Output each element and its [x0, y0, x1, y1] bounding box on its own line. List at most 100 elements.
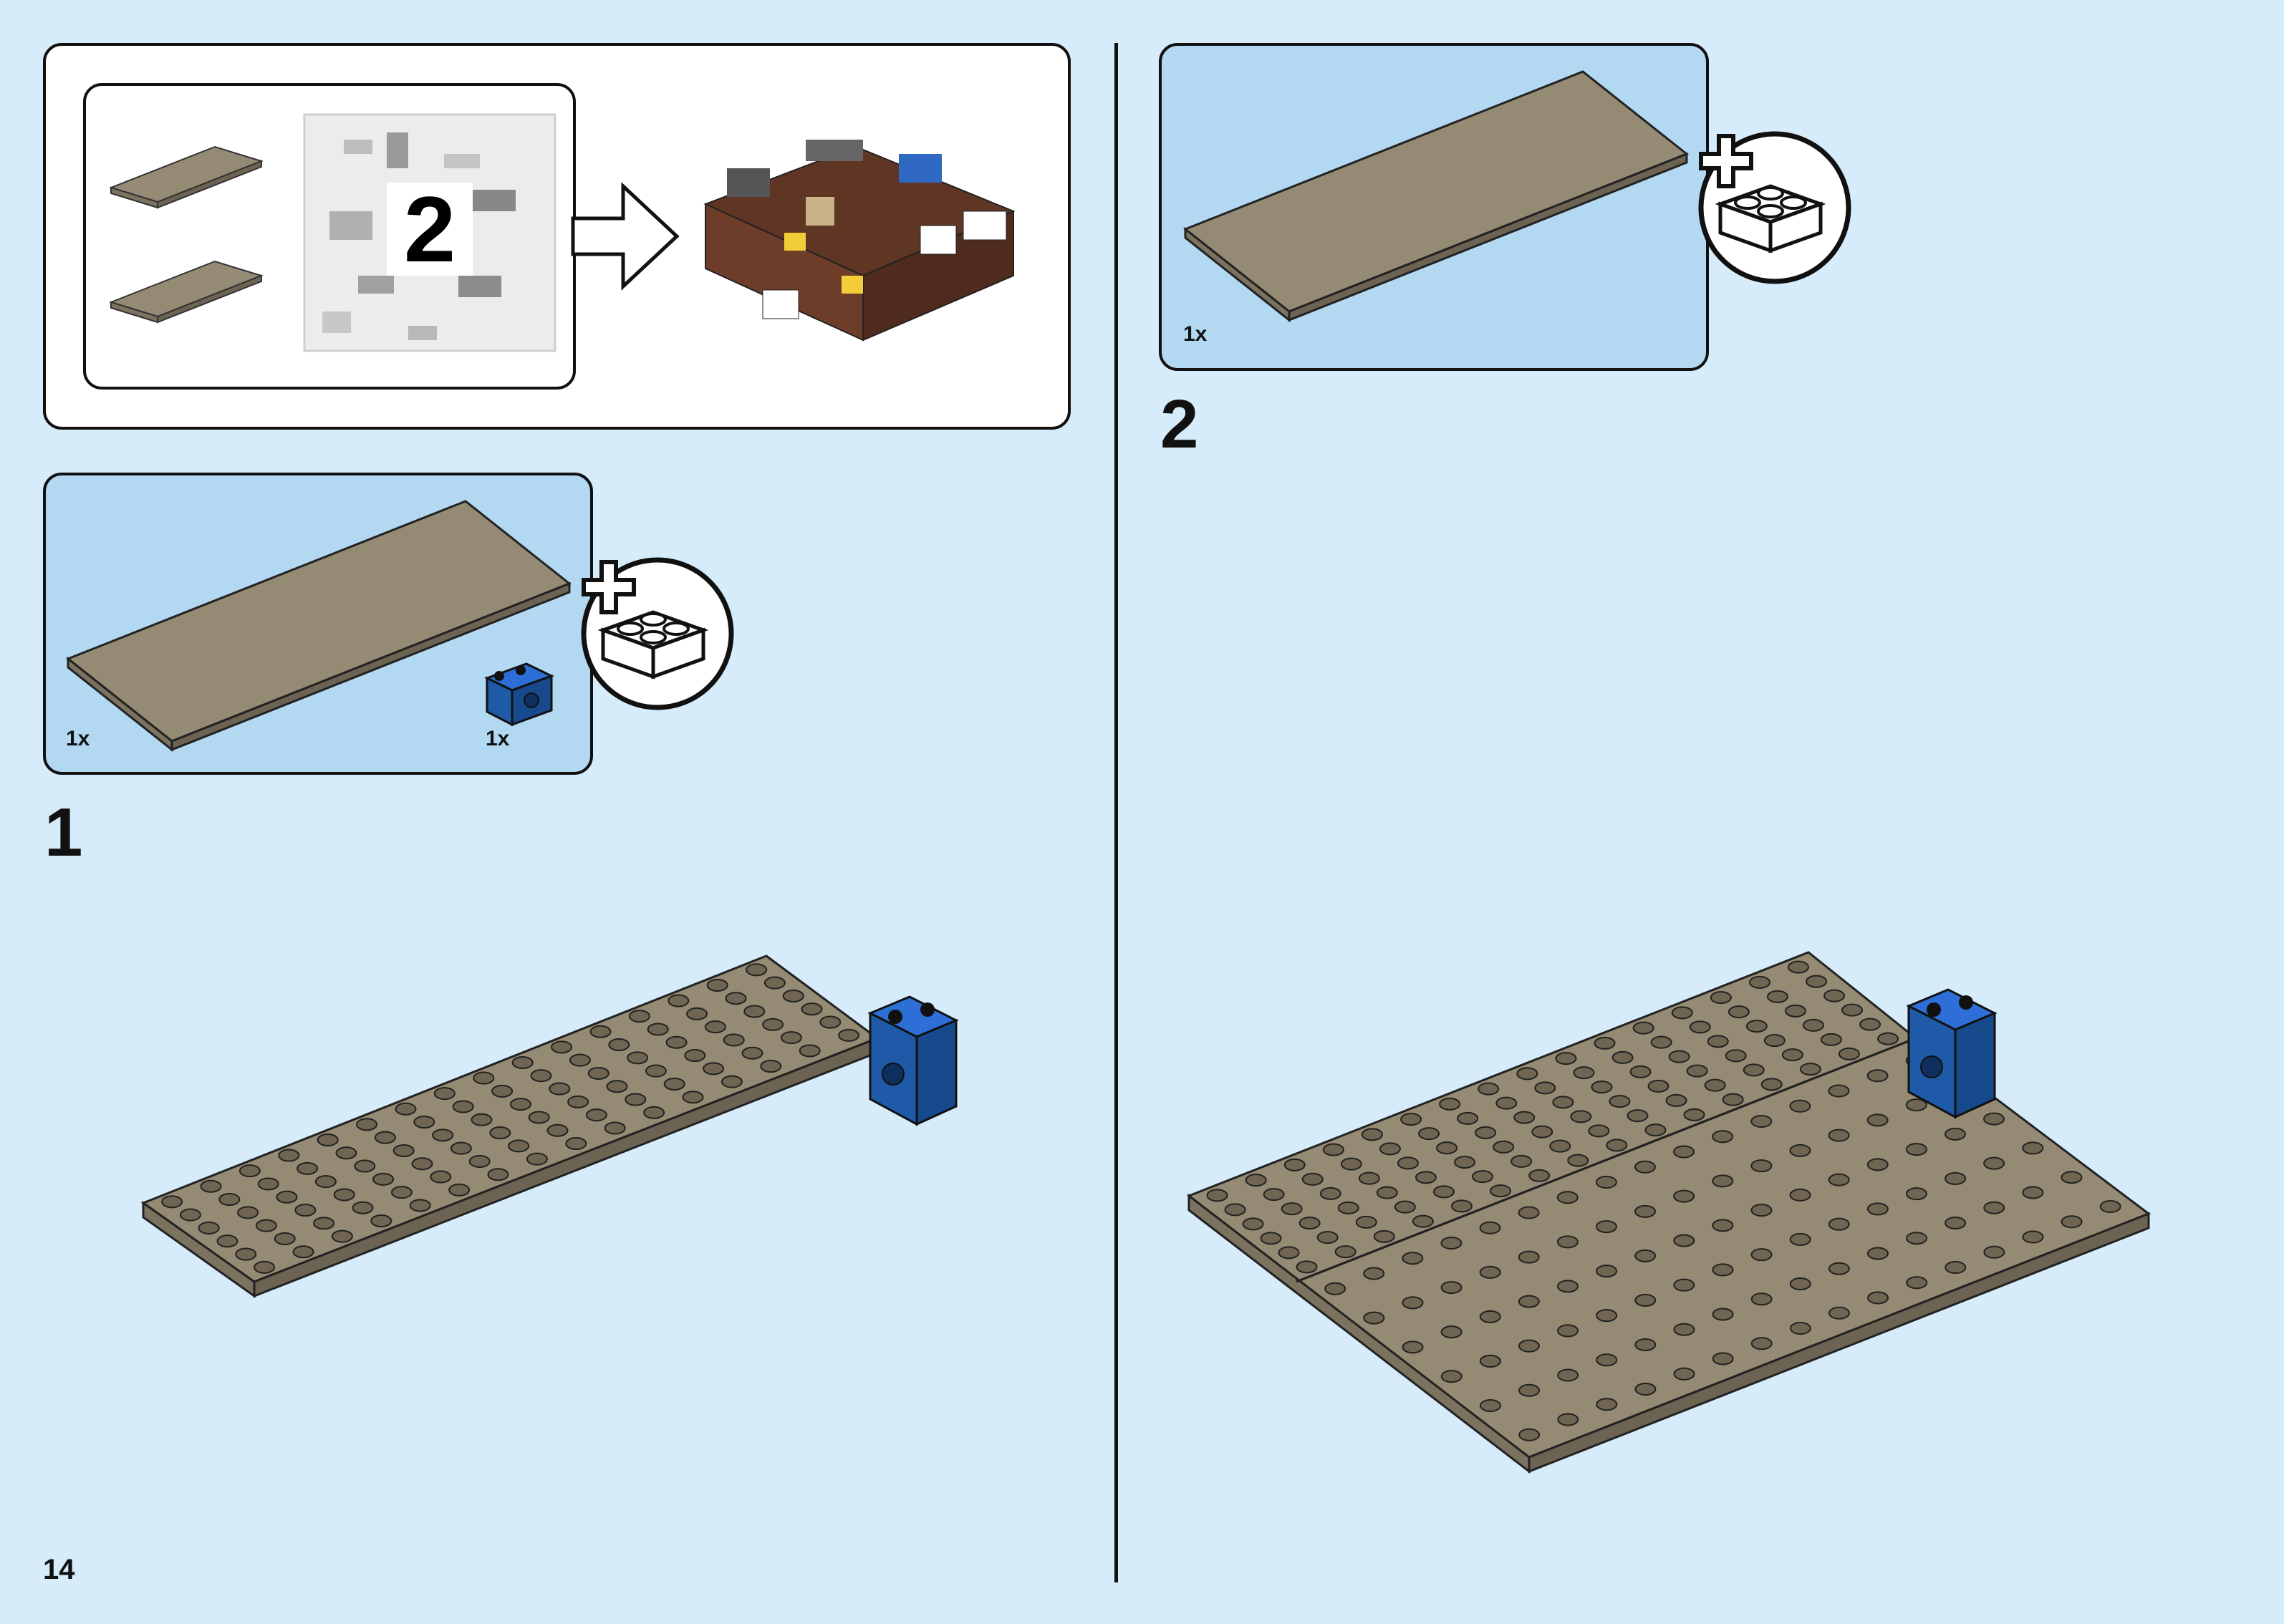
- plate-stud: [1712, 1130, 1734, 1144]
- plate-stud: [216, 1234, 238, 1248]
- parts-bag-image: [303, 113, 556, 352]
- plate-stud: [1479, 1354, 1501, 1368]
- plate-stud: [1673, 1278, 1695, 1292]
- plate-stud: [473, 1071, 495, 1085]
- plate-stud: [2022, 1186, 2044, 1199]
- plate-stud: [526, 1152, 548, 1166]
- plate-stud: [1748, 975, 1770, 989]
- plate-stud: [1440, 1237, 1463, 1250]
- plate-stud: [723, 1033, 745, 1047]
- plate-stud: [1245, 1174, 1267, 1187]
- plate-stud: [1838, 1047, 1860, 1060]
- plate-stud: [1549, 1139, 1571, 1153]
- plate-stud: [452, 1100, 474, 1113]
- plate-stud: [1518, 1295, 1540, 1308]
- plate-stud: [1828, 1306, 1850, 1320]
- plate-stud: [1750, 1115, 1773, 1128]
- plate-stud: [1457, 1111, 1479, 1125]
- plate-stud: [606, 1080, 628, 1093]
- plate-stud: [1595, 1176, 1617, 1189]
- page-divider: [1114, 43, 1118, 1582]
- plate-stud: [1450, 1199, 1473, 1213]
- plate-stud: [762, 1018, 784, 1031]
- plate-stud: [1595, 1220, 1617, 1234]
- plate-stud: [1632, 1021, 1654, 1035]
- plate-stud: [1206, 1189, 1228, 1202]
- plate-stud: [682, 1091, 704, 1104]
- plate-stud: [1557, 1413, 1579, 1426]
- plate-stud: [569, 1053, 591, 1067]
- plate-stud: [1376, 1186, 1398, 1199]
- plate-stud: [1906, 1232, 1928, 1245]
- plate-stud: [706, 978, 728, 992]
- plate-stud: [1552, 1096, 1574, 1109]
- plate-stud: [1789, 1144, 1811, 1157]
- plate-stud: [838, 1028, 860, 1042]
- plate-stud: [1983, 1156, 2005, 1170]
- plate-stud: [2061, 1215, 2083, 1229]
- plate-stud: [1673, 1323, 1695, 1336]
- plate-stud: [704, 1020, 726, 1034]
- plate-stud: [780, 1031, 802, 1045]
- plate-stud: [200, 1179, 222, 1193]
- plate-stud: [1402, 1252, 1424, 1265]
- plate-stud: [179, 1208, 201, 1222]
- plate-stud: [333, 1188, 355, 1202]
- plate-stud: [551, 1040, 573, 1054]
- plate-stud: [1418, 1127, 1440, 1141]
- plate-stud: [1400, 1113, 1422, 1126]
- plate-stud: [1334, 1245, 1357, 1259]
- plate-stud: [1415, 1171, 1437, 1184]
- plate-stud: [1673, 1367, 1695, 1381]
- plate-stud: [413, 1116, 435, 1129]
- plate-stud: [1802, 1018, 1824, 1032]
- plate-stud: [663, 1077, 685, 1091]
- plate-stud: [1322, 1143, 1344, 1156]
- step1-plate-count: 1x: [66, 727, 90, 750]
- plate-stud: [352, 1201, 374, 1214]
- plate-stud: [448, 1183, 471, 1197]
- plate-stud: [1823, 989, 1846, 1002]
- plate-stud: [1781, 1048, 1803, 1062]
- plate-stud: [313, 1217, 335, 1230]
- plate-stud: [1556, 1235, 1579, 1249]
- plate-stud: [1510, 1154, 1533, 1168]
- plate-stud: [487, 1168, 509, 1181]
- plate-stud: [1634, 1204, 1657, 1218]
- plate-stud: [1629, 1065, 1652, 1078]
- plate-stud: [1725, 1049, 1747, 1063]
- plate-stud: [565, 1137, 587, 1151]
- plate-stud: [1278, 1246, 1300, 1260]
- plate-stud: [1634, 1338, 1657, 1351]
- plate-stud: [1555, 1052, 1577, 1065]
- plate-stud: [760, 1060, 782, 1073]
- plate-stud: [1866, 1247, 1889, 1260]
- plate-stud: [721, 1075, 743, 1088]
- plate-stud: [430, 1170, 452, 1184]
- plate-stud: [1866, 1202, 1889, 1216]
- plate-stud: [1799, 1063, 1821, 1076]
- plate-stud: [1513, 1111, 1536, 1124]
- plate-stud: [508, 1139, 530, 1153]
- step2-number: 2: [1160, 386, 1199, 463]
- plate-stud: [1534, 1081, 1556, 1095]
- tan-plate-image-2: [108, 260, 264, 324]
- plate-stud: [395, 1102, 417, 1116]
- plate-stud: [238, 1164, 261, 1178]
- plate-stud: [1363, 1267, 1385, 1280]
- bag-number: 2: [403, 177, 456, 281]
- bag-number-label: 2: [387, 183, 473, 276]
- plate-stud: [665, 1035, 688, 1049]
- plate-stud: [1789, 1277, 1811, 1290]
- step1-build-image: [140, 954, 959, 1298]
- plate-stud: [1301, 1172, 1324, 1186]
- plate-stud: [1707, 1035, 1729, 1048]
- plate-stud: [1789, 1232, 1811, 1246]
- plate-stud: [1479, 1265, 1501, 1279]
- plate-stud: [1671, 1006, 1693, 1020]
- plate-stud: [763, 976, 786, 990]
- plate-stud: [2061, 1171, 2083, 1184]
- plate-stud: [1518, 1339, 1540, 1353]
- plate-stud: [1634, 1249, 1657, 1262]
- plate-stud: [255, 1219, 277, 1232]
